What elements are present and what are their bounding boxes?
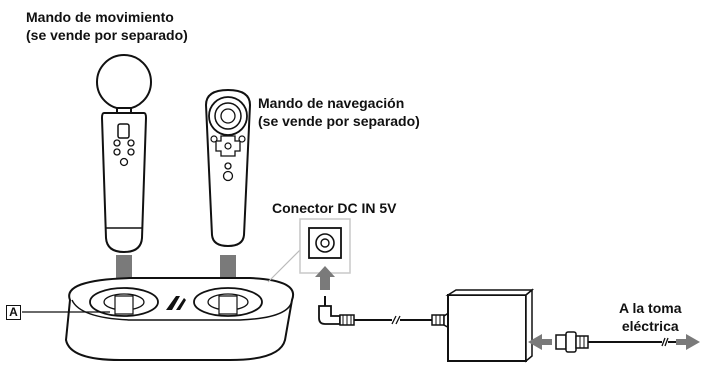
arrow-right — [676, 334, 700, 350]
motion-controller-label-line1: Mando de movimiento — [26, 9, 174, 25]
arrow-left — [528, 334, 552, 350]
ac-cord — [528, 331, 700, 353]
charging-base — [64, 277, 295, 361]
motion-controller-label: Mando de movimiento (se vende por separa… — [26, 8, 188, 44]
ac-adaptor — [443, 288, 535, 363]
outlet-label: A la toma eléctrica — [619, 299, 682, 335]
motion-controller — [96, 54, 152, 254]
navigation-controller — [204, 88, 252, 248]
dc-in-callout — [267, 218, 351, 290]
navigation-controller-label-line2: (se vende por separado) — [258, 113, 420, 129]
dc-cable — [318, 296, 445, 326]
dc-in-label-text: Conector DC IN 5V — [272, 200, 397, 216]
navigation-controller-label: Mando de navegación (se vende por separa… — [258, 94, 420, 130]
dc-in-arrow — [315, 266, 335, 290]
callout-a-box: A — [6, 305, 21, 320]
outlet-label-line1: A la toma — [619, 300, 682, 316]
motion-controller-label-line2: (se vende por separado) — [26, 27, 188, 43]
navigation-controller-label-line1: Mando de navegación — [258, 95, 405, 111]
dc-in-label: Conector DC IN 5V — [272, 199, 396, 217]
outlet-label-line2: eléctrica — [621, 318, 679, 334]
